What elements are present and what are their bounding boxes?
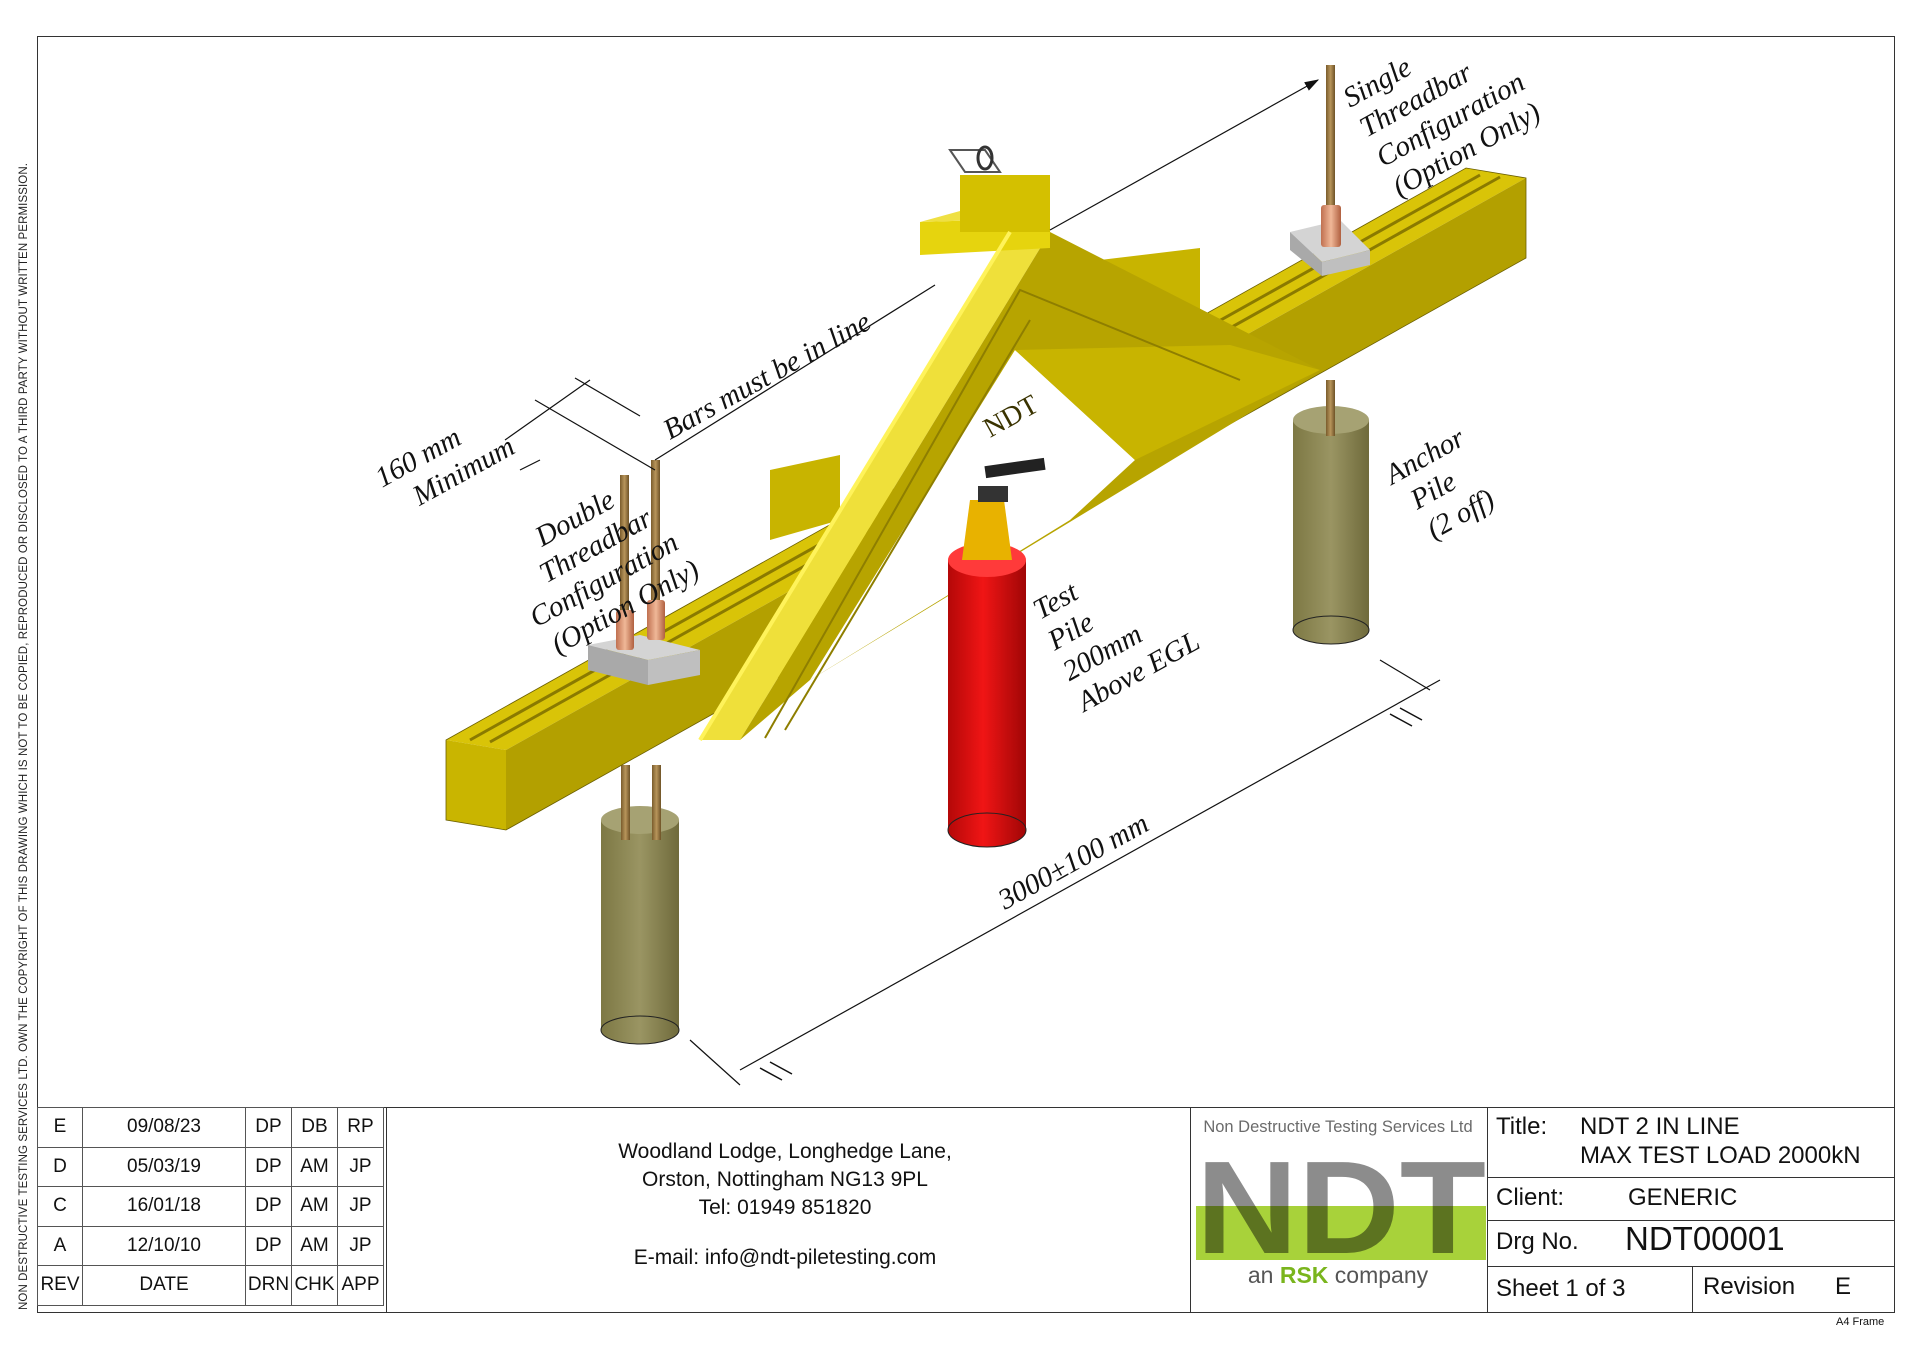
client-label: Client:	[1496, 1184, 1565, 1211]
divider	[1190, 1107, 1191, 1313]
single-threadbar-label: Single Threadbar Configuration (Option O…	[1338, 51, 1546, 203]
rev-header: REV	[37, 1265, 83, 1306]
chk-cell: DB	[291, 1107, 338, 1148]
tagline-post: company	[1334, 1262, 1429, 1288]
anchor-pile-right	[1292, 380, 1370, 645]
address-line1: Woodland Lodge, Longhedge Lane,	[618, 1140, 952, 1163]
drn-cell: DP	[245, 1146, 292, 1187]
app-cell: JP	[337, 1225, 384, 1266]
revision-value: E	[1835, 1273, 1852, 1300]
app-header: APP	[337, 1265, 384, 1306]
client-value: GENERIC	[1628, 1184, 1738, 1211]
rev-cell: C	[37, 1186, 83, 1227]
test-pile	[947, 457, 1046, 848]
app-cell: JP	[337, 1146, 384, 1187]
revision-row: C 16/01/18 DP AM JP	[37, 1186, 384, 1227]
revision-row: E 09/08/23 DP DB RP	[37, 1107, 384, 1148]
address-line2: Orston, Nottingham NG13 9PL	[642, 1168, 928, 1191]
anchor-pile-label: Anchor Pile (2 off)	[1378, 421, 1500, 545]
revision-table: E 09/08/23 DP DB RP D 05/03/19 DP AM JP …	[37, 1107, 384, 1306]
divider	[1488, 1220, 1895, 1221]
rev-cell: D	[37, 1146, 83, 1187]
title-line2: MAX TEST LOAD 2000kN	[1580, 1142, 1861, 1169]
chk-header: CHK	[291, 1265, 338, 1306]
title-label: Title:	[1496, 1113, 1548, 1140]
anchor-pile-left	[600, 765, 680, 1045]
app-cell: JP	[337, 1186, 384, 1227]
logo-tagline: an RSK company	[1192, 1262, 1484, 1289]
double-threadbar	[588, 460, 700, 685]
title-block	[37, 1107, 1895, 1313]
single-threadbar	[1290, 65, 1370, 276]
rev-cell: A	[37, 1225, 83, 1266]
revision-header-row: REV DATE DRN CHK APP	[37, 1265, 384, 1306]
company-address: Woodland Lodge, Longhedge Lane, Orston, …	[560, 1138, 1010, 1272]
sheet-number: Sheet 1 of 3	[1496, 1275, 1626, 1302]
drn-cell: DP	[245, 1225, 292, 1266]
drn-cell: DP	[245, 1186, 292, 1227]
chk-cell: AM	[291, 1225, 338, 1266]
test-pile-label: Test Pile 200mm Above EGL	[1028, 576, 1205, 720]
revision-row: D 05/03/19 DP AM JP	[37, 1146, 384, 1187]
drn-cell: DP	[245, 1107, 292, 1148]
app-cell: RP	[337, 1107, 384, 1148]
drn-header: DRN	[245, 1265, 292, 1306]
chk-cell: AM	[291, 1146, 338, 1187]
rev-cell: E	[37, 1107, 83, 1148]
date-cell: 05/03/19	[82, 1146, 246, 1187]
address-email: E-mail: info@ndt-piletesting.com	[633, 1246, 937, 1269]
bars-in-line-label: Bars must be in line	[658, 306, 877, 447]
divider	[1487, 1107, 1488, 1313]
rsk-brand: RSK	[1279, 1262, 1329, 1288]
drawing-number-label: Drg No.	[1496, 1228, 1579, 1255]
ndt-logo: NDT	[1196, 1148, 1486, 1260]
divider	[1692, 1266, 1693, 1313]
date-cell: 09/08/23	[82, 1107, 246, 1148]
revision-label: Revision	[1703, 1273, 1796, 1300]
spacing-label: 160 mm Minimum	[370, 421, 520, 512]
divider	[386, 1107, 387, 1313]
date-cell: 12/10/10	[82, 1225, 246, 1266]
tagline-pre: an	[1247, 1262, 1274, 1288]
drawing-number: NDT00001	[1625, 1220, 1785, 1257]
divider	[1488, 1177, 1895, 1178]
logo-company-name: Non Destructive Testing Services Ltd	[1203, 1118, 1473, 1136]
divider	[1488, 1266, 1895, 1267]
revision-row: A 12/10/10 DP AM JP	[37, 1225, 384, 1266]
frame-label: A4 Frame	[1836, 1316, 1885, 1328]
date-cell: 16/01/18	[82, 1186, 246, 1227]
dimension-lines	[504, 79, 1441, 1086]
drawing-frame	[37, 36, 1895, 1313]
chk-cell: AM	[291, 1186, 338, 1227]
title-line1: NDT 2 IN LINE	[1580, 1113, 1740, 1140]
address-tel: Tel: 01949 851820	[698, 1196, 872, 1219]
date-header: DATE	[82, 1265, 246, 1306]
